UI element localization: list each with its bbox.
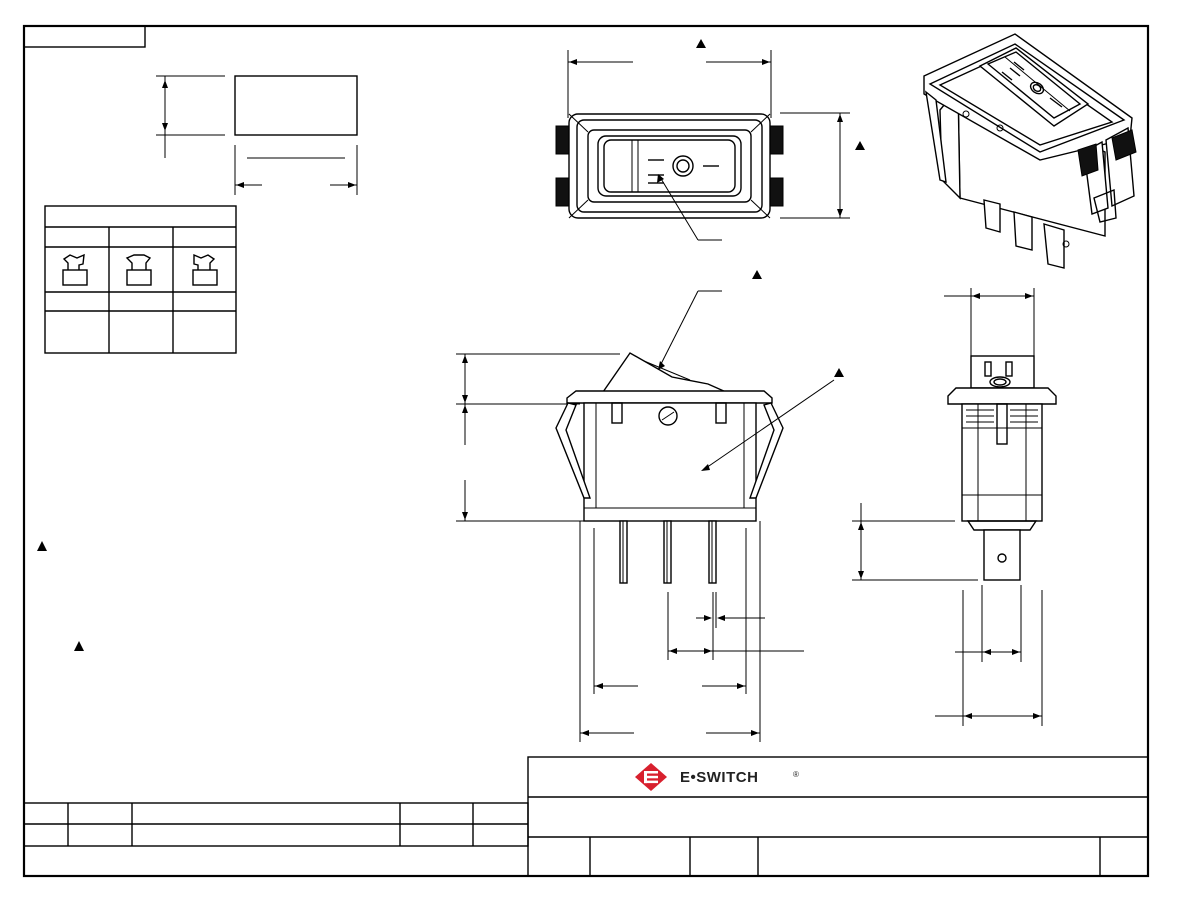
company-name: E•SWITCH	[680, 769, 758, 786]
rocker-position-1-icon	[62, 253, 88, 286]
note-triangle-2	[74, 641, 84, 651]
rocker-position-2-icon	[125, 254, 152, 286]
corner-label-box	[23, 25, 146, 48]
company-logo-icon	[635, 763, 667, 791]
company-trademark: ®	[793, 770, 799, 779]
note-triangle-1	[37, 541, 47, 551]
end-view	[852, 288, 1057, 726]
front-view	[456, 270, 844, 742]
function-table	[44, 205, 237, 354]
isometric-view	[923, 33, 1137, 269]
top-view	[555, 39, 865, 241]
panel-cutout-view	[156, 75, 358, 195]
revision-table	[23, 802, 529, 847]
title-block: E•SWITCH ®	[527, 756, 1149, 877]
rocker-position-3-icon	[192, 253, 218, 286]
